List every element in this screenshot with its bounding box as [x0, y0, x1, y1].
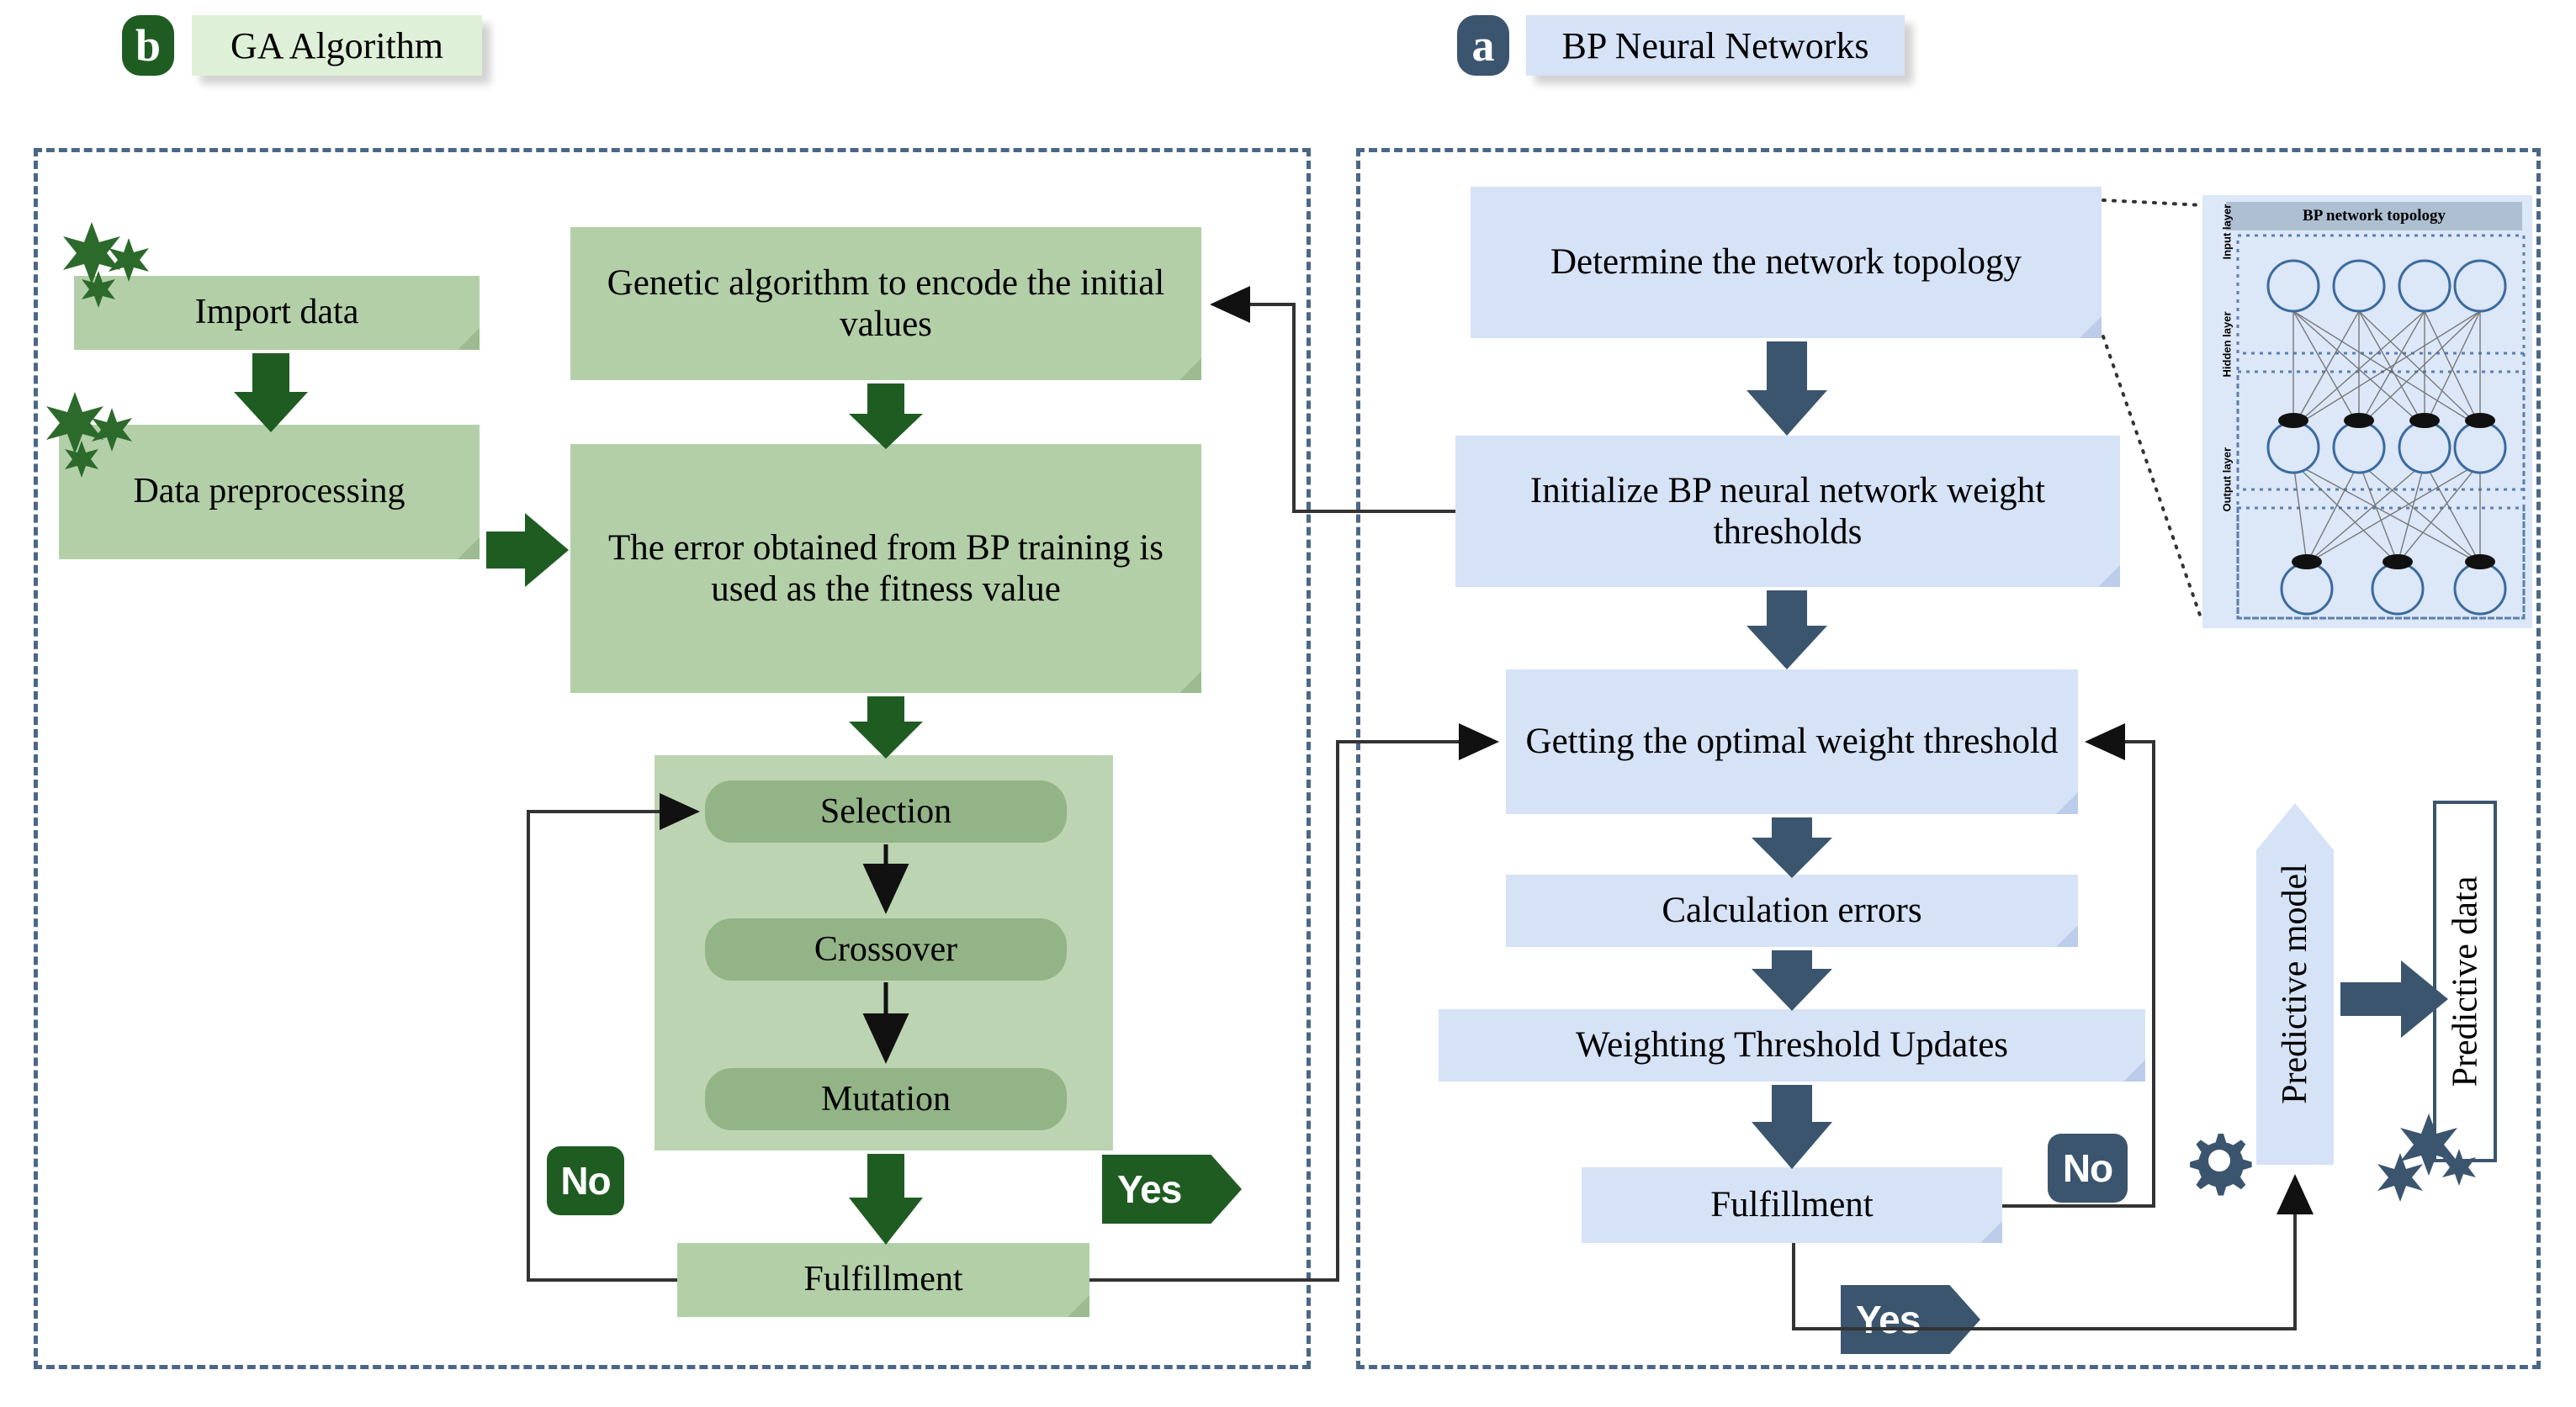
box-data-preprocessing-label: Data preprocessing [133, 472, 405, 511]
bp-badge-no-label: No [2062, 1146, 2113, 1190]
ga-badge-no: No [547, 1146, 624, 1215]
box-predictive-model-label: Predictive model [2276, 864, 2315, 1104]
bp-topology-inset-title-label: BP network topology [2303, 207, 2446, 225]
bp-topology-inset-title: BP network topology [2226, 202, 2522, 230]
box-selection-label: Selection [819, 792, 952, 831]
box-calculation-errors-label: Calculation errors [1662, 891, 1922, 931]
box-initialize-weights[interactable]: Initialize BP neural network weight thre… [1455, 436, 2120, 587]
box-ga-fitness[interactable]: The error obtained from BP training is u… [570, 444, 1201, 693]
panel-tag-b: b [122, 15, 174, 76]
box-weighting-updates-label: Weighting Threshold Updates [1575, 1025, 2009, 1066]
box-import-data-label: Import data [194, 293, 359, 332]
panel-title-ga-label: GA Algorithm [230, 24, 444, 66]
panel-tag-a-label: a [1471, 20, 1495, 71]
panel-tag-b-label: b [135, 20, 162, 71]
panel-title-bp: BP Neural Networks [1526, 15, 1905, 76]
box-predictive-data[interactable]: Predictive data [2433, 801, 2497, 1162]
box-ga-encode-label: Genetic algorithm to encode the initial … [607, 262, 1165, 344]
box-determine-topology-label: Determine the network topology [1550, 242, 2022, 283]
box-ga-encode[interactable]: Genetic algorithm to encode the initial … [570, 227, 1201, 380]
box-optimal-weight[interactable]: Getting the optimal weight threshold [1506, 669, 2078, 814]
inset-output-layer-label: Output layer [2218, 447, 2236, 622]
ga-badge-no-label: No [560, 1159, 611, 1203]
box-initialize-weights-label: Initialize BP neural network weight thre… [1529, 470, 2046, 552]
box-bp-fulfillment-label: Fulfillment [1710, 1185, 1874, 1225]
bp-badge-no: No [2048, 1134, 2128, 1203]
box-predictive-model[interactable]: Predictive model [2256, 803, 2334, 1165]
ga-badge-yes-label: Yes [1117, 1167, 1182, 1211]
panel-title-bp-label: BP Neural Networks [1561, 24, 1869, 66]
box-optimal-weight-label: Getting the optimal weight threshold [1525, 722, 2059, 762]
box-crossover-label: Crossover [814, 930, 958, 969]
box-determine-topology[interactable]: Determine the network topology [1471, 187, 2102, 338]
box-weighting-updates[interactable]: Weighting Threshold Updates [1439, 1009, 2145, 1082]
box-mutation[interactable]: Mutation [705, 1068, 1067, 1130]
box-bp-fulfillment[interactable]: Fulfillment [1582, 1167, 2002, 1243]
box-calculation-errors[interactable]: Calculation errors [1506, 875, 2078, 947]
box-selection[interactable]: Selection [705, 780, 1067, 843]
panel-title-ga: GA Algorithm [192, 15, 482, 76]
box-data-preprocessing[interactable]: Data preprocessing [59, 425, 480, 559]
bp-topology-inset [2202, 195, 2532, 628]
box-ga-fulfillment-label: Fulfillment [803, 1260, 963, 1299]
box-import-data[interactable]: Import data [74, 276, 480, 350]
box-ga-fitness-label: The error obtained from BP training is u… [608, 527, 1163, 609]
box-crossover[interactable]: Crossover [705, 918, 1067, 981]
bp-badge-yes-label: Yes [1856, 1298, 1921, 1341]
box-ga-fulfillment[interactable]: Fulfillment [677, 1243, 1089, 1317]
panel-tag-a: a [1457, 15, 1509, 76]
box-mutation-label: Mutation [821, 1080, 951, 1119]
box-predictive-data-label: Predictive data [2446, 875, 2485, 1087]
